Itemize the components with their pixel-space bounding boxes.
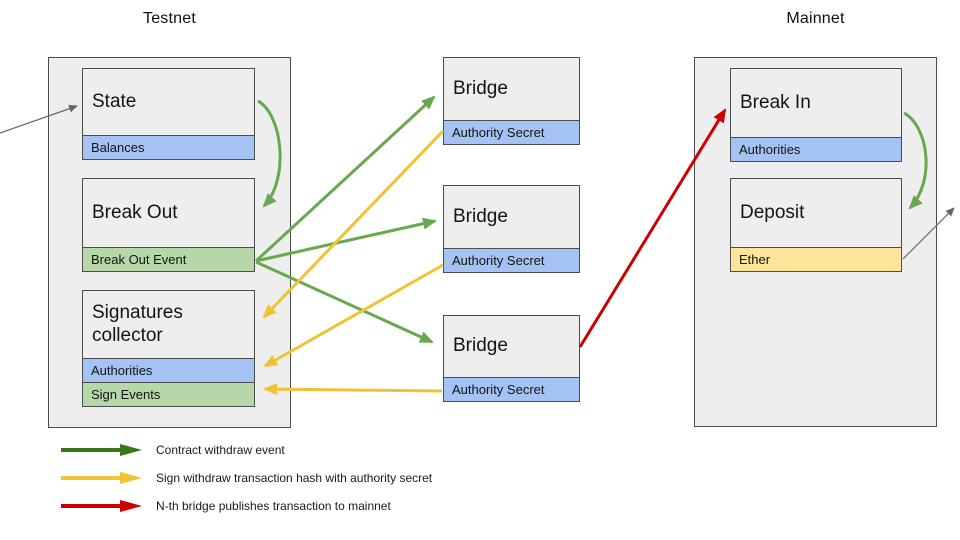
node-bridge-2-title: Bridge [453, 205, 508, 227]
node-signatures-collector-title: Signatures collector [92, 302, 183, 346]
node-break-in-title: Break In [740, 91, 811, 113]
green-arrow-icon [61, 444, 142, 456]
yellow-arrow-icon [61, 472, 142, 484]
node-state-title: State [92, 90, 137, 112]
node-break-out: Break Out Break Out Event [82, 178, 255, 272]
node-break-in: Break In Authorities [730, 68, 902, 162]
node-deposit-row-ether: Ether [731, 247, 901, 271]
red-arrow-icon [61, 500, 142, 512]
node-bridge-1-row-authority-secret: Authority Secret [444, 120, 579, 144]
legend-item-nth-bridge-publish: N-th bridge publishes transaction to mai… [60, 492, 432, 520]
node-bridge-3-row-authority-secret: Authority Secret [444, 377, 579, 401]
legend: Contract withdraw event Sign withdraw tr… [60, 436, 432, 520]
testnet-title: Testnet [143, 10, 196, 27]
node-signatures-collector-row-authorities: Authorities [83, 358, 254, 382]
legend-label: N-th bridge publishes transaction to mai… [156, 499, 391, 513]
node-signatures-collector-row-sign-events: Sign Events [83, 382, 254, 406]
node-bridge-2: Bridge Authority Secret [443, 185, 580, 273]
legend-item-contract-withdraw: Contract withdraw event [60, 436, 432, 464]
node-bridge-1-title: Bridge [453, 77, 508, 99]
arrow-bridge-2-to-authorities [263, 263, 444, 368]
node-signatures-collector: Signatures collector Authorities Sign Ev… [82, 290, 255, 407]
legend-label: Sign withdraw transaction hash with auth… [156, 471, 433, 485]
node-state: State Balances [82, 68, 255, 160]
node-break-out-title: Break Out [92, 201, 178, 223]
legend-label: Contract withdraw event [156, 443, 285, 457]
node-break-in-row-authorities: Authorities [731, 137, 901, 161]
node-bridge-1: Bridge Authority Secret [443, 57, 580, 145]
node-bridge-2-row-authority-secret: Authority Secret [444, 248, 579, 272]
legend-item-sign-withdraw: Sign withdraw transaction hash with auth… [60, 464, 432, 492]
node-bridge-3: Bridge Authority Secret [443, 315, 580, 402]
mainnet-title: Mainnet [786, 10, 845, 27]
node-bridge-3-title: Bridge [453, 335, 508, 357]
node-state-row-balances: Balances [83, 135, 254, 159]
node-deposit-title: Deposit [740, 201, 805, 223]
arrow-bridge-3-to-sign-events [263, 383, 443, 396]
node-deposit: Deposit Ether [730, 178, 902, 272]
node-break-out-row-event: Break Out Event [83, 247, 254, 271]
